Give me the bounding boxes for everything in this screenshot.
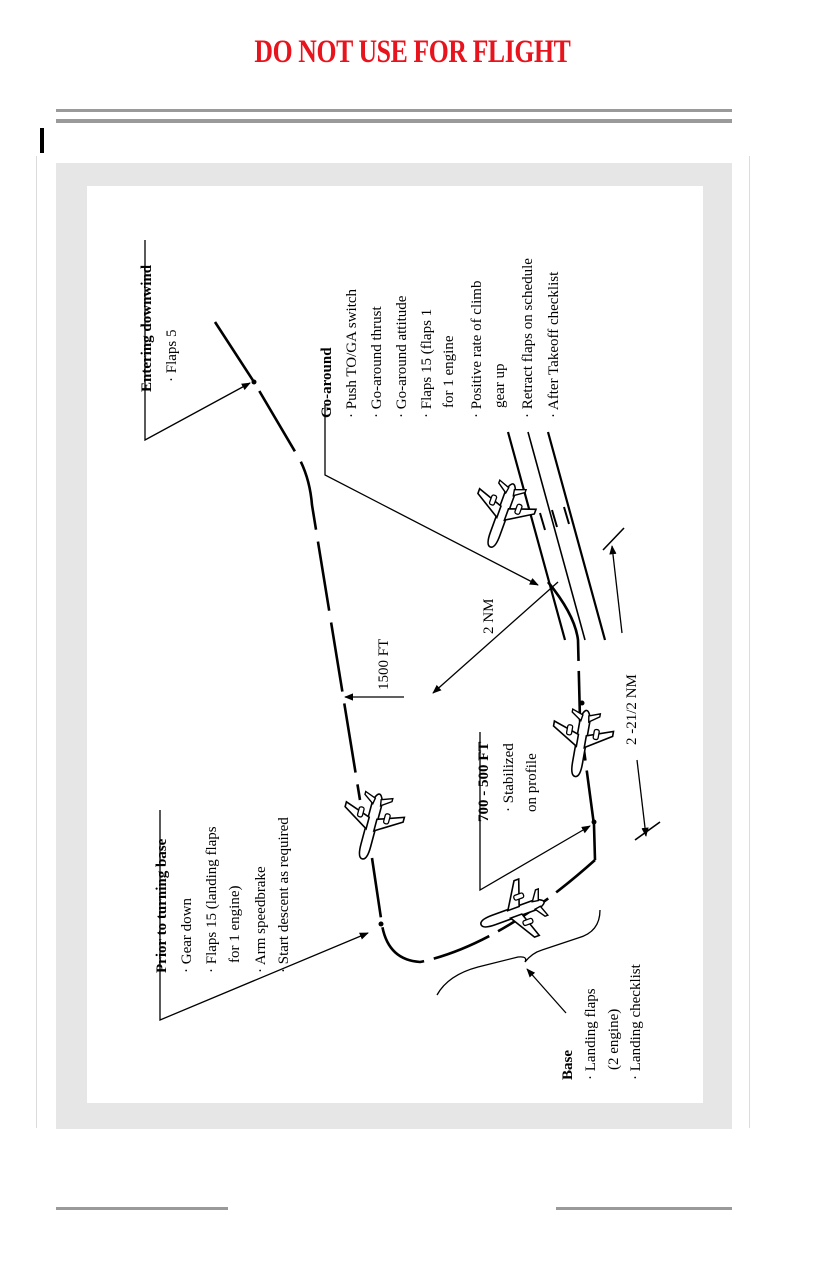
base-title: Base (560, 1050, 576, 1080)
callout-stabilized: 700 - 500 FT · Stabilized on profile (476, 742, 540, 822)
runway-markings (539, 506, 570, 531)
dimension-line-upper (609, 545, 623, 634)
base-item: · Landing checklist (628, 963, 644, 1080)
runway-edge-left (506, 431, 567, 641)
path-point (591, 819, 597, 825)
footer-rule-right (556, 1207, 732, 1210)
go-around-item: · Go-around thrust (369, 306, 385, 418)
go-around-item: · Retract flaps on schedule (520, 258, 536, 418)
go-around-item: · Go-around attitude (394, 295, 410, 418)
airplane-icon (544, 704, 618, 783)
leader-prior-to-base (159, 810, 369, 1021)
final-distance-label: 2 -21/2 NM (624, 674, 640, 745)
path-point (251, 379, 257, 385)
callout-go-around: Go-around · Push TO/GA switch · Go-aroun… (319, 258, 562, 418)
airplane-icon (469, 872, 556, 954)
figure-canvas (87, 186, 703, 1103)
flight-path-downwind (213, 321, 362, 801)
top-rule-thick (56, 119, 732, 123)
go-around-item: · After Takeoff checklist (546, 271, 562, 418)
airplane-icon (461, 472, 543, 559)
prior-to-base-item: · Flaps 15 (landing flaps (204, 826, 220, 973)
go-around-item: gear up (492, 363, 508, 408)
dimension-line-lower (636, 759, 649, 837)
left-margin-line (36, 156, 37, 1128)
dimension-tick-top (602, 527, 625, 551)
base-bracket (436, 909, 601, 996)
leader-entering-downwind (144, 240, 251, 442)
altitude-label: 1500 FT (376, 639, 392, 690)
stabilized-title: 700 - 500 FT (476, 742, 492, 822)
top-rule-thin (56, 109, 732, 112)
go-around-item: for 1 engine (441, 335, 457, 408)
entering-downwind-item: · Flaps 5 (164, 330, 180, 383)
go-around-item: · Flaps 15 (flaps 1 (419, 309, 435, 418)
entering-downwind-title: Entering downwind (139, 264, 155, 392)
dimension-tick-bottom (634, 821, 661, 841)
callout-entering-downwind: Entering downwind · Flaps 5 (139, 264, 180, 392)
leader-go-around (324, 405, 539, 586)
revision-change-bar (40, 128, 44, 153)
footer-rule-left (56, 1207, 228, 1210)
lateral-distance-label: 2 NM (481, 599, 497, 634)
stabilized-item: on profile (524, 753, 540, 812)
prior-to-base-item: · Arm speedbrake (253, 866, 269, 973)
stabilized-item: · Stabilized (501, 743, 517, 812)
leader-stabilized (479, 732, 591, 892)
prior-to-base-item: · Start descent as required (276, 817, 292, 973)
leader-2nm (432, 581, 559, 694)
runway-centerline (527, 431, 586, 641)
leader-base (526, 968, 567, 1014)
airplane-icon (332, 785, 410, 868)
do-not-use-banner: DO NOT USE FOR FLIGHT (254, 34, 571, 70)
path-point (378, 921, 384, 927)
base-item: · Landing flaps (583, 988, 599, 1080)
prior-to-base-title: Prior to turning base (154, 838, 170, 973)
go-around-title: Go-around (319, 347, 335, 418)
flight-path-final (546, 581, 597, 861)
callout-prior-to-turning-base: Prior to turning base · Gear down · Flap… (154, 817, 292, 973)
callout-base: Base · Landing flaps (2 engine) · Landin… (560, 963, 644, 1080)
go-around-item: · Positive rate of climb (469, 281, 485, 418)
right-margin-line (749, 156, 750, 1128)
flight-path-base-turn (370, 857, 596, 964)
prior-to-base-item: · Gear down (179, 898, 195, 973)
base-item: (2 engine) (606, 1009, 622, 1070)
prior-to-base-item: for 1 engine) (227, 886, 243, 963)
go-around-item: · Push TO/GA switch (344, 288, 360, 418)
path-point (579, 700, 585, 706)
runway-edge-right (546, 431, 607, 641)
